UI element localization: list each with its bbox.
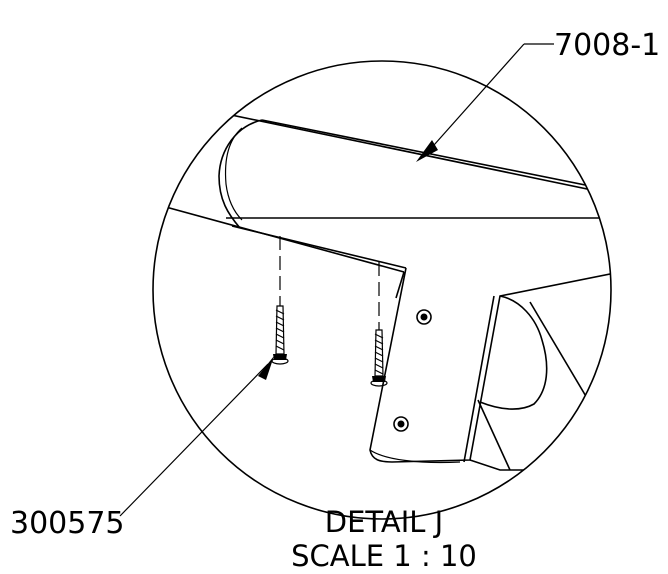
beam-edge-a [231, 225, 407, 269]
bracket-bolt-lower [393, 416, 409, 432]
tube-end-cap [218, 119, 263, 229]
detail-circle [152, 60, 612, 520]
bracket-bolt-upper [416, 309, 432, 325]
tube-top-edge [153, 95, 611, 201]
screw-left [271, 305, 289, 365]
detail-caption-title: DETAIL J [325, 505, 443, 539]
right-member-vertical [529, 301, 601, 421]
tube-end-inner [224, 127, 243, 221]
screw-right [370, 329, 388, 387]
tube-upper-edge [261, 119, 611, 197]
bracket-right-edge [463, 295, 495, 463]
right-member-lower [469, 459, 560, 471]
right-member-diagonal [477, 399, 511, 471]
bracket-plate [369, 267, 611, 463]
callout-7008-1: 7008-1 [554, 28, 660, 63]
detail-caption-scale: SCALE 1 : 10 [291, 539, 477, 573]
bracket-bottom-curve [369, 449, 461, 464]
bracket-inner-edge [395, 271, 405, 299]
callout-300575: 300575 [10, 506, 125, 541]
leader-7008-1 [416, 43, 554, 162]
leader-300575 [119, 356, 274, 517]
right-member-curve [479, 295, 548, 410]
